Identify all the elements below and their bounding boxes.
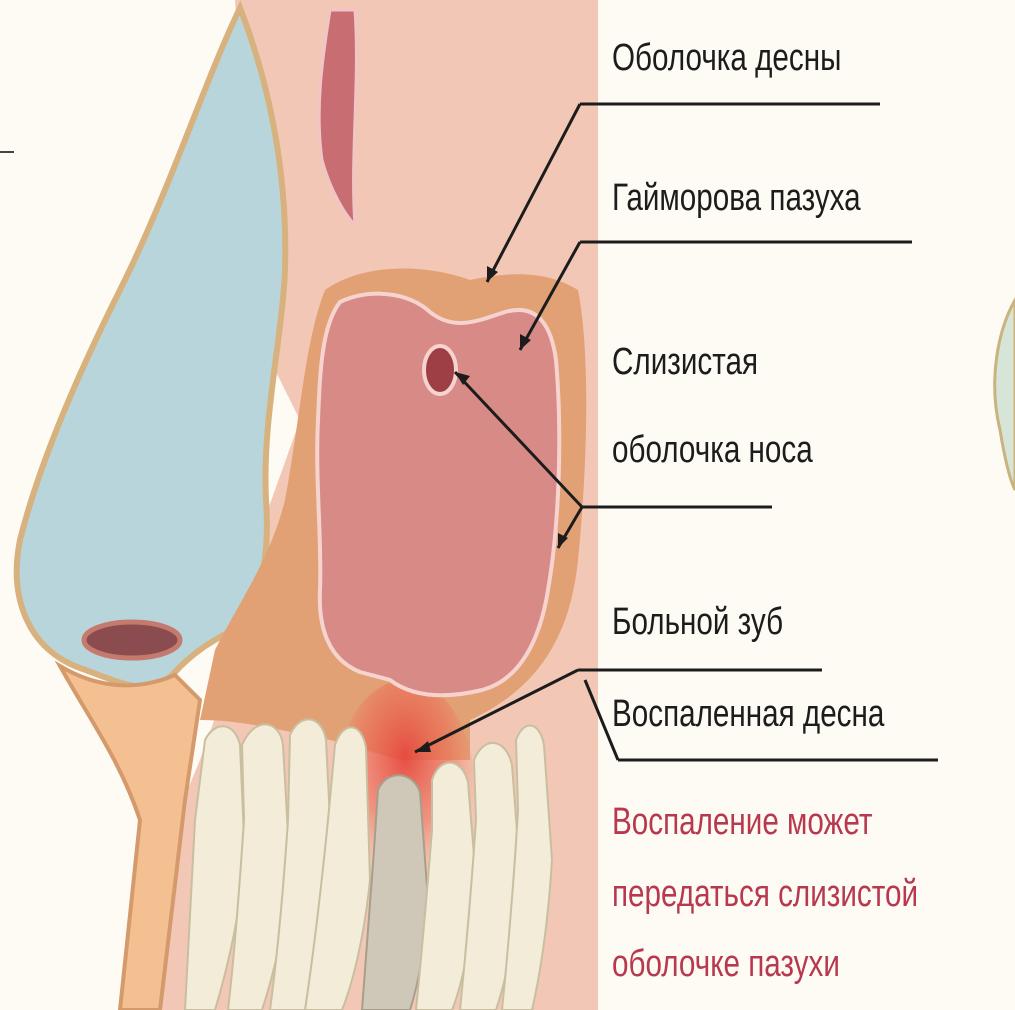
label-nasal-mucosa-line1: Слизистая [612, 340, 758, 384]
label-maxillary-sinus: Гайморова пазуха [612, 176, 861, 220]
sinus-opening [424, 346, 456, 394]
label-gum-membrane: Оболочка десны [612, 36, 841, 80]
nostril [84, 622, 180, 658]
label-inflamed-gum: Воспаленная десна [612, 692, 884, 736]
neighbor-illustration-edge [995, 300, 1015, 490]
label-diseased-tooth: Больной зуб [612, 600, 783, 644]
note-line-3: оболочке пазухи [612, 942, 840, 986]
note-line-1: Воспаление может [612, 800, 872, 844]
nose [17, 8, 286, 687]
note-line-2: передаться слизистой [612, 872, 918, 916]
label-nasal-mucosa-line2: оболочка носа [612, 428, 813, 472]
